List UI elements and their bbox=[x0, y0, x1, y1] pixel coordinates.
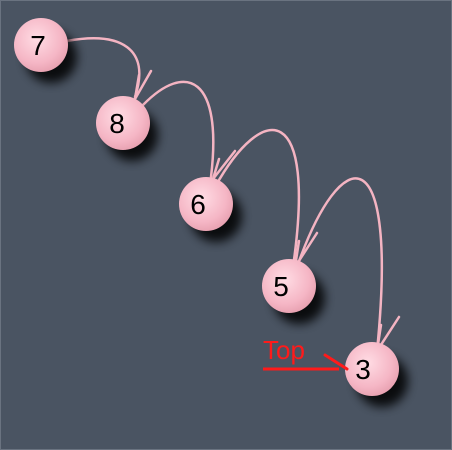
stack-node: 3 bbox=[345, 342, 408, 407]
node-value: 6 bbox=[190, 189, 206, 220]
link-8-to-6-arrowhead bbox=[211, 149, 237, 180]
stack-node: 6 bbox=[179, 177, 242, 242]
top-pointer: Top bbox=[263, 335, 349, 371]
link-6-to-5 bbox=[213, 129, 301, 269]
stack-node: 8 bbox=[96, 96, 158, 161]
node-ball bbox=[262, 259, 316, 313]
node-ball bbox=[179, 177, 233, 231]
link-7-to-8 bbox=[65, 37, 141, 99]
top-label: Top bbox=[263, 335, 305, 365]
node-value: 8 bbox=[109, 108, 125, 139]
node-links bbox=[65, 37, 401, 353]
top-pointer-arrowhead bbox=[323, 353, 349, 371]
node-ball bbox=[14, 18, 68, 72]
link-8-to-6 bbox=[141, 80, 215, 179]
node-value: 3 bbox=[355, 354, 371, 385]
stack-node: 7 bbox=[14, 18, 77, 83]
stack-node: 5 bbox=[262, 259, 325, 324]
node-ball bbox=[345, 342, 399, 396]
link-5-to-3 bbox=[295, 177, 384, 353]
link-7-to-8-arrowhead bbox=[133, 69, 153, 100]
node-value: 7 bbox=[30, 30, 46, 61]
node-value: 5 bbox=[273, 271, 289, 302]
node-ball bbox=[96, 96, 150, 150]
